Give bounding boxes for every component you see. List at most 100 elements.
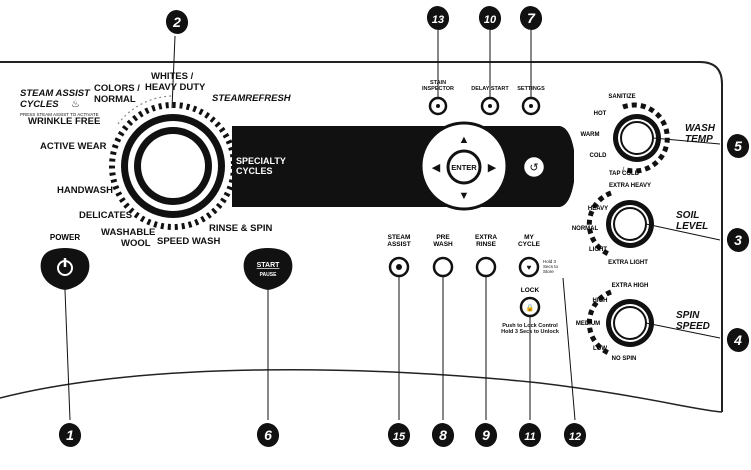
- leader-line-3: [645, 223, 721, 241]
- callout-number-9: 9: [482, 427, 490, 443]
- callout-badge-10: [478, 6, 502, 30]
- callout-badge-4: [726, 328, 750, 352]
- steam-drop-icon: ♨: [71, 99, 80, 110]
- leader-lines: [64, 30, 721, 421]
- handwash-label: HANDWASH: [57, 185, 113, 196]
- callout-number-7: 7: [527, 10, 536, 26]
- whites-heavy-duty-label: WHITES /HEAVY DUTY: [145, 71, 206, 93]
- spin-speed-knob-face: [613, 306, 647, 340]
- leader-line-1: [64, 289, 71, 421]
- power-label: POWER: [50, 233, 80, 242]
- callout-4: 4: [726, 328, 750, 352]
- spin-speed-tick-arc: [586, 289, 612, 357]
- callout-6: 6: [256, 423, 280, 447]
- callout-13: 13: [426, 6, 450, 30]
- leader-line-2: [171, 35, 176, 109]
- callout-7: 7: [519, 6, 543, 30]
- extra-rinse-button[interactable]: [475, 256, 497, 278]
- enter-label: ENTER: [451, 163, 477, 172]
- steam-assist-note: PRESS STEAM ASSIST TO ACTIVATE: [20, 112, 99, 117]
- callout-5: 5: [726, 134, 750, 158]
- callout-number-15: 15: [393, 431, 406, 443]
- wrinkle-free-label: WRINKLE FREE: [28, 116, 100, 127]
- heart-icon: ♥: [527, 263, 532, 272]
- lock-icon: 🔒: [526, 304, 535, 312]
- callout-number-5: 5: [734, 138, 742, 154]
- callout-3: 3: [726, 228, 750, 252]
- back-arrow-icon: ↺: [529, 162, 538, 174]
- power-button[interactable]: [40, 248, 90, 290]
- start-pause-button[interactable]: [243, 248, 293, 290]
- normal-label: NORMAL: [572, 226, 599, 232]
- arrow-left-icon[interactable]: ◀: [432, 162, 441, 174]
- arrow-up-icon[interactable]: ▲: [459, 134, 470, 146]
- back-label: BACK: [525, 145, 543, 151]
- panel-outline: [0, 61, 723, 412]
- callout-11: 11: [518, 423, 542, 447]
- callout-number-11: 11: [524, 431, 535, 443]
- callout-badge-3: [726, 228, 750, 252]
- callout-badge-15: [387, 423, 411, 447]
- stain-inspector-dot: [436, 104, 440, 108]
- delicates-label: DELICATES: [79, 210, 132, 221]
- callout-number-10: 10: [484, 14, 497, 26]
- back-button[interactable]: [521, 154, 547, 180]
- callout-number-6: 6: [264, 427, 272, 443]
- extra-light-label: EXTRA LIGHT: [608, 260, 648, 266]
- cycle-dial-center-highlight: [141, 134, 205, 198]
- extra-heavy-label: EXTRA HEAVY: [609, 183, 651, 189]
- callout-number-4: 4: [733, 332, 742, 348]
- panel-lower-curve: [0, 368, 723, 413]
- callout-number-3: 3: [734, 232, 742, 248]
- callout-8: 8: [431, 423, 455, 447]
- leader-line-12: [562, 277, 576, 421]
- delay-start-dot: [488, 104, 492, 108]
- callout-12: 12: [563, 423, 587, 447]
- callout-10: 10: [478, 6, 502, 30]
- cold-label: COLD: [590, 153, 608, 159]
- pause-label: PAUSE: [260, 272, 278, 278]
- enter-button[interactable]: [446, 149, 482, 185]
- sanitize-label: SANITIZE: [608, 94, 635, 100]
- light-label: LIGHT: [589, 247, 607, 253]
- leader-line-5: [652, 137, 721, 145]
- callout-badge-6: [256, 423, 280, 447]
- callout-number-12: 12: [569, 431, 581, 443]
- start-label: START: [257, 262, 281, 269]
- no-spin-label: NO SPIN: [612, 356, 637, 362]
- steam-drop-button-icon: [396, 264, 402, 270]
- callout-badge-13: [426, 6, 450, 30]
- callout-badge-7: [519, 6, 543, 30]
- soil-level-tick-arc: [586, 190, 612, 258]
- arrow-down-icon[interactable]: ▼: [459, 190, 470, 202]
- speed-wash-label: SPEED WASH: [157, 236, 220, 247]
- extra-high-label: EXTRA HIGH: [612, 283, 649, 289]
- medium-label: MEDIUM: [576, 321, 600, 327]
- my-cycle-button[interactable]: [518, 256, 540, 278]
- callout-badge-2: [165, 10, 189, 34]
- steam-refresh-label: STEAMREFRESH: [212, 93, 292, 104]
- hot-label: HOT: [594, 111, 607, 117]
- lock-label: LOCK: [521, 287, 540, 294]
- colors-normal-label: COLORS /NORMAL: [94, 83, 140, 105]
- dial-tick-arc-light: [117, 95, 173, 125]
- settings-dot: [529, 104, 533, 108]
- arrow-right-icon[interactable]: ▶: [488, 162, 497, 174]
- callout-2: 2: [165, 10, 189, 34]
- leader-line-4: [645, 322, 721, 339]
- pre-wash-button[interactable]: [432, 256, 454, 278]
- callout-1: 1: [58, 423, 82, 447]
